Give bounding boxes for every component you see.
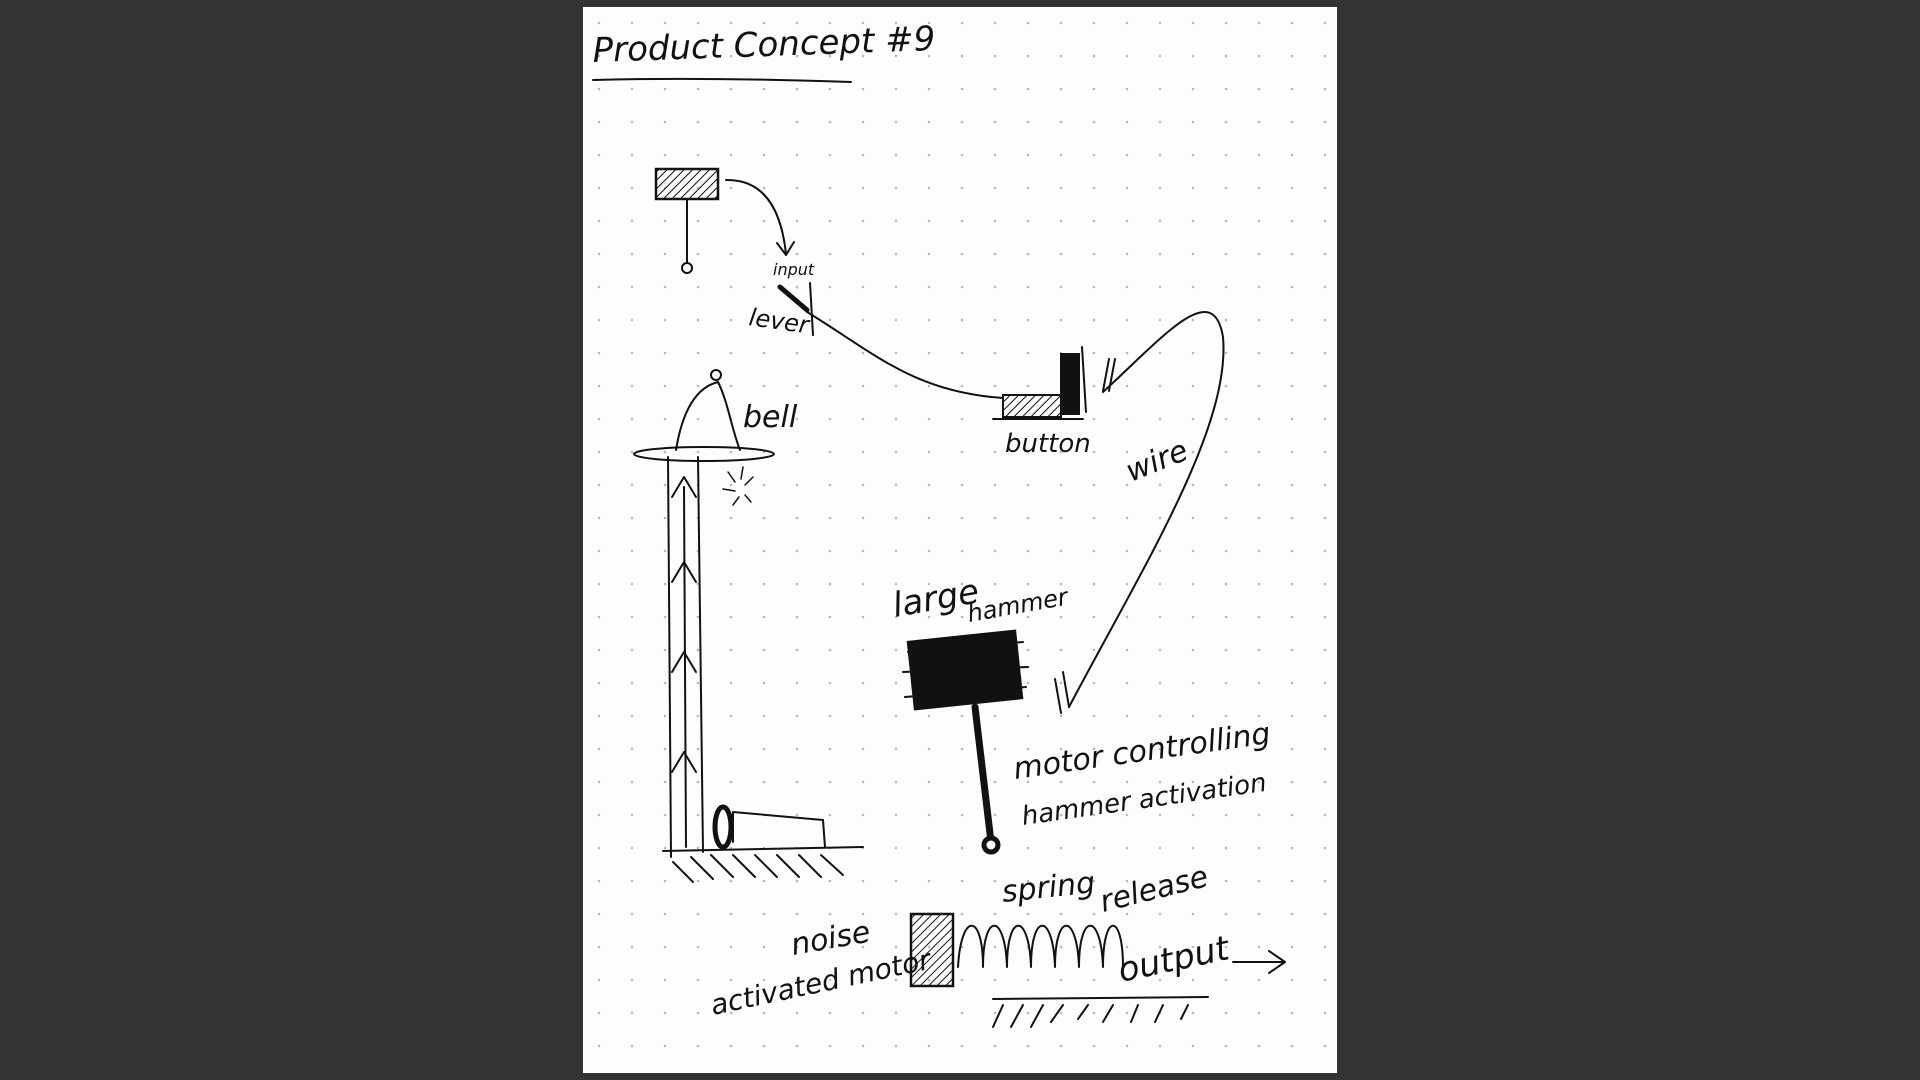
dot-grid: [583, 7, 1337, 1073]
sketch-page: Product Concept #9 input lever: [583, 7, 1337, 1073]
label-bell: bell: [743, 400, 798, 435]
label-input: input: [773, 260, 815, 279]
label-button: button: [1005, 429, 1091, 459]
sketch-canvas: Product Concept #9 input lever: [583, 7, 1337, 1073]
